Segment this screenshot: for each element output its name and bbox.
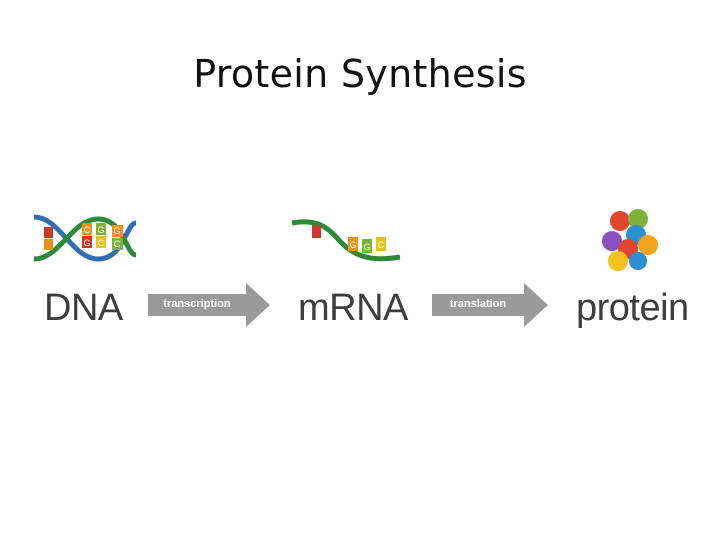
slide-title: Protein Synthesis bbox=[193, 52, 527, 96]
svg-text:G: G bbox=[83, 238, 90, 248]
mrna-strand-icon: G G C bbox=[291, 219, 401, 262]
svg-text:G: G bbox=[349, 240, 356, 250]
dna-double-helix-icon: C G G G C C bbox=[33, 214, 137, 262]
translation-arrow bbox=[432, 283, 548, 327]
protein-molecule-icon bbox=[602, 209, 658, 271]
transcription-arrow bbox=[148, 283, 270, 327]
node-label-dna: DNA bbox=[44, 287, 123, 329]
svg-text:C: C bbox=[378, 240, 385, 250]
svg-text:C: C bbox=[98, 238, 105, 248]
svg-text:C: C bbox=[84, 225, 91, 235]
arrow-label-translation: translation bbox=[449, 298, 507, 310]
svg-text:C: C bbox=[114, 239, 121, 249]
svg-text:G: G bbox=[113, 226, 120, 236]
svg-text:G: G bbox=[97, 225, 104, 235]
node-label-mrna: mRNA bbox=[298, 287, 408, 329]
node-label-protein: protein bbox=[576, 287, 689, 329]
protein-synthesis-diagram: C G G G C C DNA transcription G G C mRNA… bbox=[30, 195, 700, 345]
arrow-label-transcription: transcription bbox=[163, 298, 231, 310]
svg-text:G: G bbox=[363, 242, 370, 252]
